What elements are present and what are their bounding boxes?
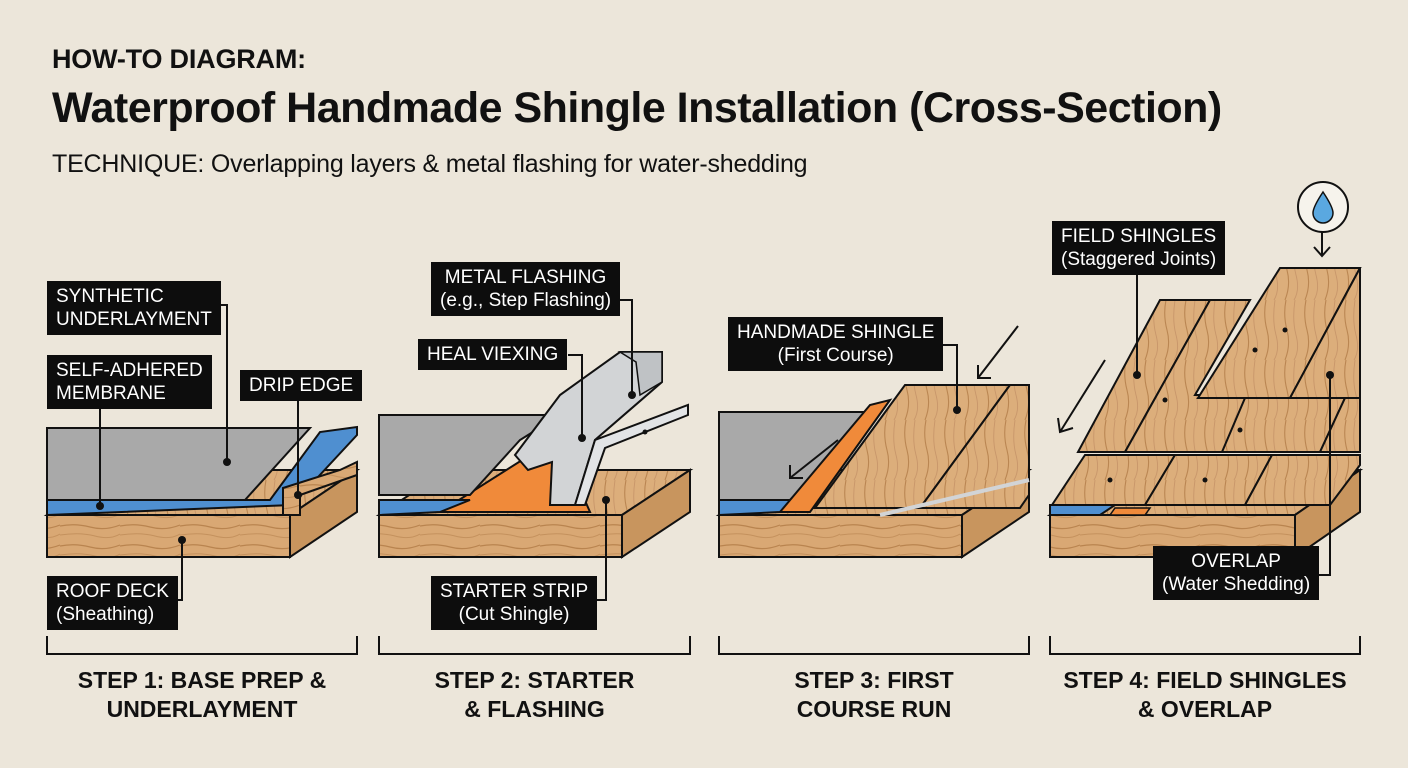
label-starter-strip: STARTER STRIP (Cut Shingle) xyxy=(431,576,598,630)
water-drop-icon xyxy=(1297,181,1349,233)
label-roof-deck: ROOF DECK (Sheathing) xyxy=(47,576,178,630)
synthetic-underlayment xyxy=(46,427,313,501)
field-shingle-top-2 xyxy=(1288,267,1361,399)
diagram-kicker: HOW-TO DIAGRAM: xyxy=(52,44,306,74)
label-overlap: OVERLAP (Water Shedding) xyxy=(1153,546,1320,600)
step4-illustration xyxy=(1046,232,1364,576)
label-field-shingles: FIELD SHINGLES (Staggered Joints) xyxy=(1052,221,1226,275)
diagram-title: Waterproof Handmade Shingle Installation… xyxy=(52,84,1222,132)
label-self-adhered-membrane: SELF-ADHERED MEMBRANE xyxy=(47,355,212,409)
label-synthetic-underlayment: SYNTHETIC UNDERLAYMENT xyxy=(47,281,221,335)
label-heal-viexing: HEAL VIEXING xyxy=(418,339,568,370)
step-2-caption: STEP 2: STARTER& FLASHING xyxy=(434,667,635,722)
step3-illustration xyxy=(715,325,1033,559)
step-1-caption: STEP 1: BASE PREP &UNDERLAYMENT xyxy=(77,667,327,722)
self-adhered-membrane xyxy=(46,425,358,517)
label-drip-edge: DRIP EDGE xyxy=(240,370,363,401)
drip-edge xyxy=(282,460,358,516)
handmade-shingle-2 xyxy=(918,384,1030,509)
step-brackets xyxy=(46,636,1361,655)
step2-illustration xyxy=(375,299,694,601)
step-4-caption: STEP 4: FIELD SHINGLES& OVERLAP xyxy=(1063,667,1347,722)
roof-deck-front xyxy=(46,514,291,558)
label-handmade-shingle: HANDMADE SHINGLE (First Course) xyxy=(728,317,944,371)
step1-illustration xyxy=(43,304,361,601)
diagram-subtitle: TECHNIQUE: Overlapping layers & metal fl… xyxy=(52,150,808,178)
label-metal-flashing: METAL FLASHING (e.g., Step Flashing) xyxy=(431,262,621,316)
